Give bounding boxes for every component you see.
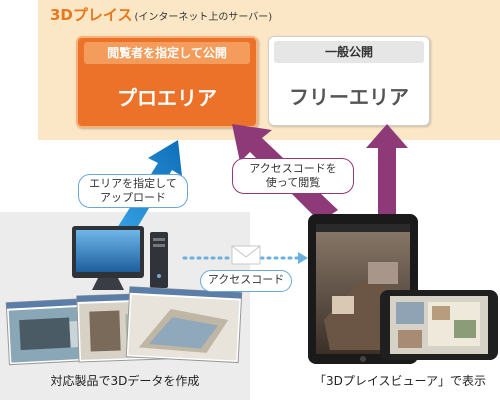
caption-viewer-display: 「3Dプレイスビューア」で表示	[313, 374, 487, 388]
smartphone-device	[380, 290, 498, 360]
upload-bubble-line1: エリアを指定して	[89, 177, 177, 190]
envelope-icon	[231, 245, 261, 265]
upload-bubble: エリアを指定して アップロード	[78, 174, 188, 208]
free-area-header: 一般公開	[274, 41, 424, 63]
pro-area-card: 閲覧者を指定して公開 プロエリア	[76, 36, 258, 128]
cloud-title-subtitle: (インターネット上のサーバー)	[134, 12, 273, 23]
access-bubble-line1: アクセスコードを	[249, 162, 337, 175]
access-code-bubble: アクセスコード	[200, 270, 292, 292]
software-screenshots	[5, 286, 243, 366]
free-area-card: 一般公開 フリーエリア	[268, 36, 430, 126]
caption-create-3d-data: 対応製品で3Dデータを作成	[50, 374, 200, 388]
free-area-label: フリーエリア	[289, 85, 409, 109]
cloud-title: 3Dプレイス(インターネット上のサーバー)	[50, 4, 272, 25]
pro-area-label: プロエリア	[117, 86, 217, 110]
access-bubble: アクセスコードを 使って閲覧	[232, 158, 354, 194]
cloud-title-main: 3Dプレイス	[50, 6, 133, 24]
desktop-computer-icon	[72, 226, 168, 290]
view-arrow-to-free	[366, 124, 408, 222]
access-bubble-line2: 使って閲覧	[265, 176, 321, 189]
pro-area-header: 閲覧者を指定して公開	[84, 42, 250, 64]
upload-bubble-line2: アップロード	[100, 191, 166, 204]
